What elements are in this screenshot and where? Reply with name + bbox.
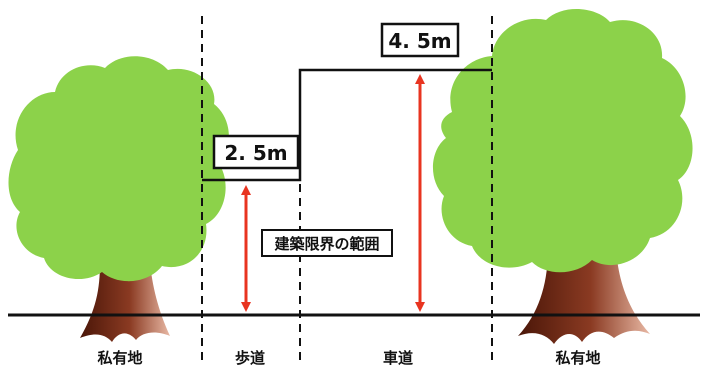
clearance-range-box [261, 229, 393, 257]
sidewalk-clearance-label: 2. 5m [212, 134, 300, 170]
right-tree-foliage [432, 8, 693, 273]
roadway-clearance-box [380, 22, 460, 58]
right-tree-icon [432, 8, 693, 344]
sidewalk-clearance-text: 2. 5m [224, 141, 287, 165]
left-tree-trunk [80, 262, 170, 342]
clearance-range-text: 建築限界の範囲 [274, 235, 379, 253]
private-land-right-label: 私有地 [554, 349, 600, 367]
clearance-range-label: 建築限界の範囲 [261, 229, 393, 257]
roadway-clearance-text: 4. 5m [388, 29, 451, 53]
right-tree-trunk [518, 248, 650, 344]
roadway-label: 車道 [383, 349, 413, 367]
left-tree-foliage [8, 56, 229, 282]
left-tree-icon [8, 56, 229, 342]
private-land-left-label: 私有地 [96, 349, 142, 367]
clearance-outline [202, 68, 492, 182]
sidewalk-label: 歩道 [235, 349, 265, 367]
sidewalk-clearance-box [212, 134, 300, 170]
roadway-clearance-label: 4. 5m [380, 22, 460, 58]
